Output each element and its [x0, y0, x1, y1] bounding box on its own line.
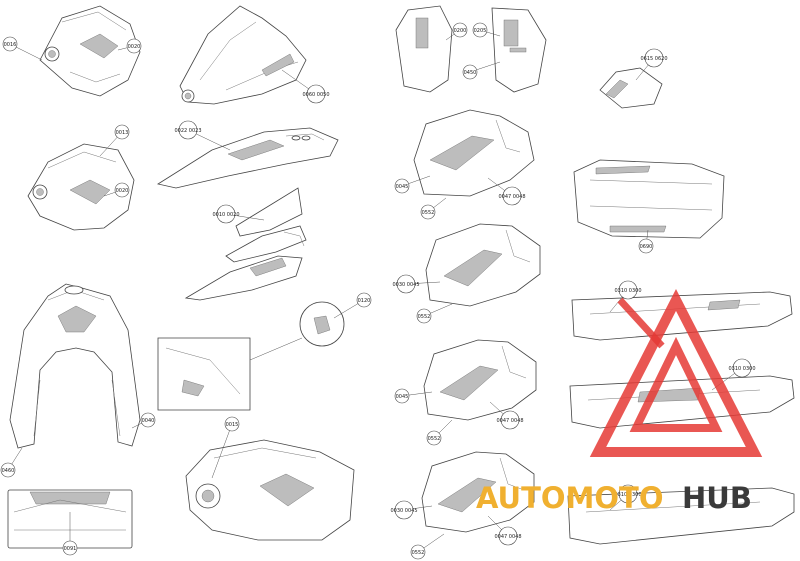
callout-bubble: [462, 64, 478, 80]
side-covers-pair: [395, 5, 547, 93]
callout-label-c26: 0030 0045: [390, 508, 417, 514]
watermark-triangle-icon: [589, 289, 763, 457]
callout-label-c29: 0310 0300: [614, 288, 641, 294]
side-panel-2: [425, 223, 541, 307]
callout-bubble: [224, 416, 240, 432]
side-fairing-top: [179, 5, 307, 105]
callout-label-c3: 0060 0050: [302, 92, 329, 98]
callout-label-c9: 0040: [142, 418, 155, 424]
callout-label-c24: 0047 0048: [496, 418, 523, 424]
callout-bubble: [410, 544, 426, 560]
callout-bubble: [618, 280, 638, 300]
callout-bubble: [394, 500, 414, 520]
callout-label-c15: 0450: [464, 70, 477, 76]
watermark-text-automoto: AUTOMOTO: [476, 481, 663, 515]
nose-assembly-bottom: [185, 439, 355, 541]
nose-decal: [156, 127, 339, 189]
callout-label-c18: 0047 0048: [498, 194, 525, 200]
hood-panel-mid: [27, 143, 135, 231]
small-decal: [599, 67, 663, 109]
callout-bubble: [638, 238, 654, 254]
callout-bubble: [502, 186, 522, 206]
callout-label-c12: 0091: [64, 546, 77, 552]
hood-panel-top: [39, 5, 141, 97]
callout-bubble: [140, 412, 156, 428]
callout-bubble: [416, 308, 432, 324]
callout-bubble: [356, 292, 372, 308]
callout-label-c2: 0020: [128, 44, 141, 50]
watermark-logo: AUTOMOTO HUB: [476, 289, 763, 515]
detail-view-inset: [157, 301, 345, 411]
callout-label-c28: 0552: [412, 550, 425, 556]
callout-bubble: [618, 484, 638, 504]
callout-bubble: [394, 178, 410, 194]
callout-label-c17: 0045: [396, 184, 409, 190]
callout-bubble: [452, 22, 468, 38]
callout-label-c31: 0310 0300: [614, 492, 641, 498]
callout-label-c27: 0047 0048: [494, 534, 521, 540]
side-panel-4: [421, 451, 535, 533]
callout-bubble: [126, 38, 142, 54]
callout-leader-line: [211, 423, 233, 479]
callout-bubble: [306, 84, 326, 104]
callout-label-c8: 0120: [358, 298, 371, 304]
callout-bubble: [472, 22, 488, 38]
tunnel-decal: [573, 159, 725, 239]
callout-bubble: [216, 204, 236, 224]
side-panel-3: [423, 339, 537, 421]
callout-label-c20: 0690: [640, 244, 653, 250]
callout-bubble: [62, 540, 78, 556]
callout-bubble: [498, 526, 518, 546]
callout-label-c11: 0015: [226, 422, 239, 428]
callout-label-c19: 0552: [422, 210, 435, 216]
callout-bubble: [732, 358, 752, 378]
callout-label-c7: 0010 0020: [212, 212, 239, 218]
callout-label-c25: 0552: [428, 436, 441, 442]
side-decal-stack: [184, 187, 307, 301]
callout-bubble: [0, 462, 16, 478]
callout-label-c21: 0030 0045: [392, 282, 419, 288]
callout-label-c6: 0020: [116, 188, 129, 194]
callout-bubble: [500, 410, 520, 430]
callout-bubble: [2, 36, 18, 52]
callout-bubble: [114, 182, 130, 198]
callout-bubble: [420, 204, 436, 220]
callout-bubble: [114, 124, 130, 140]
callout-layer: 0016 0020 0060 0050 0022 0023 0013 0020 0010 0…: [0, 22, 756, 560]
callout-bubble: [396, 274, 416, 294]
callout-label-c16: 0615 0620: [640, 56, 667, 62]
callout-label-c13: 0200: [454, 28, 467, 34]
callout-label-c5: 0013: [116, 130, 129, 136]
side-panel-1: [413, 109, 535, 197]
callout-label-c22: 0552: [418, 314, 431, 320]
front-panel-large: [9, 283, 141, 449]
callout-label-c1: 0016: [4, 42, 17, 48]
callout-bubble: [426, 430, 442, 446]
callout-label-c14: 0205: [474, 28, 487, 34]
callout-label-c10: 0460: [2, 468, 15, 474]
callout-label-c4: 0022 0023: [174, 128, 201, 134]
callout-bubble: [394, 388, 410, 404]
callout-label-c23: 0045: [396, 394, 409, 400]
callout-bubble: [178, 120, 198, 140]
watermark-text-hub: HUB: [682, 481, 752, 515]
side-strip-2: [569, 375, 795, 429]
callout-label-c30: 0310 0300: [728, 366, 755, 372]
callout-bubble: [644, 48, 664, 68]
